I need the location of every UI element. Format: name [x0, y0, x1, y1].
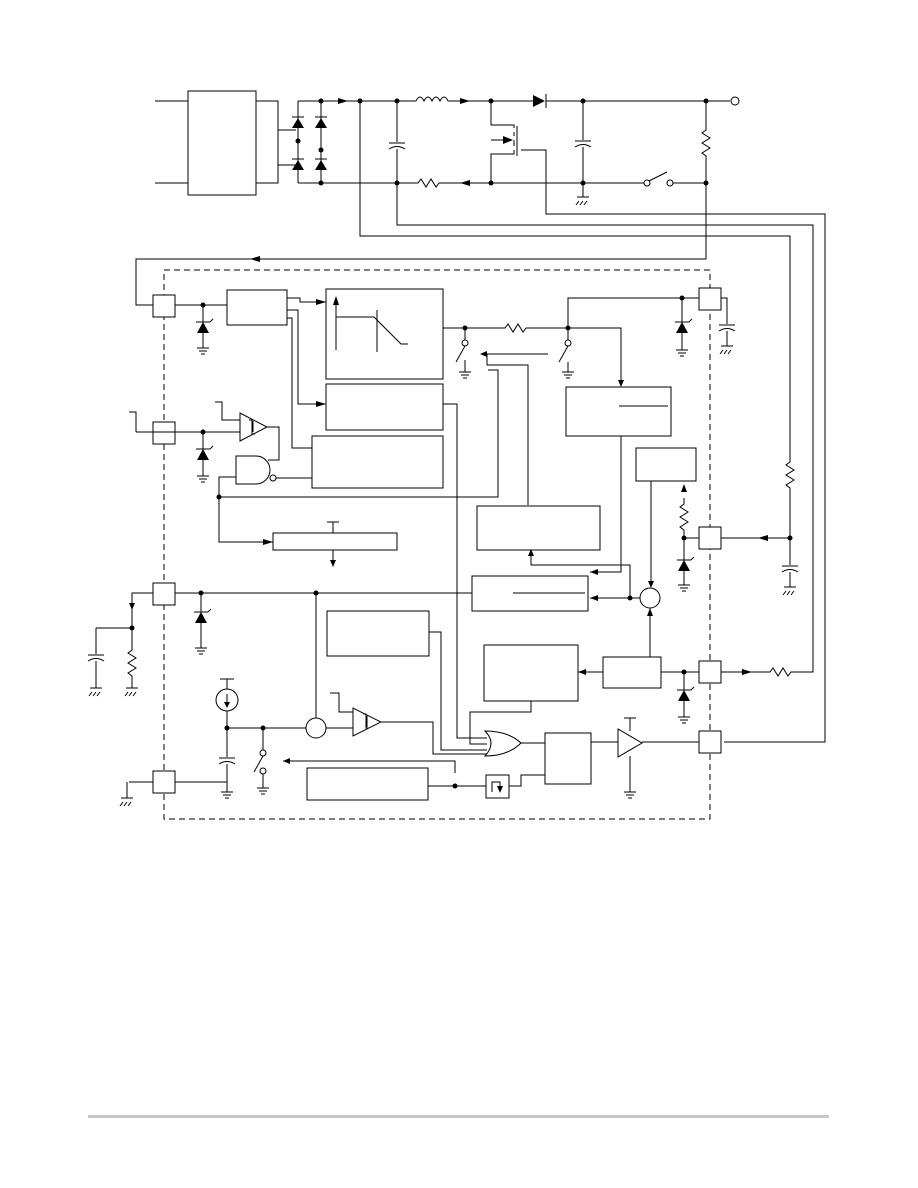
oscillator-block: [306, 767, 429, 801]
timer-block: [476, 505, 601, 551]
pin1-circuit: [175, 289, 326, 449]
pin-8: [698, 287, 722, 311]
pin8-circuit: [675, 297, 736, 357]
nand-gate: [235, 455, 271, 485]
error-amp-block: [483, 644, 579, 702]
block-c: [326, 610, 430, 657]
pin2-circuit: [129, 369, 499, 567]
characteristic-curve-block: [325, 288, 444, 380]
boost-diode: [533, 94, 547, 108]
flip-flop-block: [544, 732, 592, 785]
pin-4: [152, 770, 176, 794]
summing-node: [639, 587, 661, 609]
small-block: [635, 447, 697, 482]
block-b: [311, 435, 444, 489]
multiplier-input-block: [226, 289, 288, 326]
current-sense-block: [602, 656, 662, 689]
emi-filter-block: [187, 90, 257, 196]
block-a: [325, 383, 444, 431]
pin-3: [152, 582, 176, 606]
oscillator-circuit: [119, 593, 487, 807]
bias-bar-block: [272, 532, 398, 551]
pin3-circuit: [87, 592, 212, 697]
gate-driver: [617, 728, 643, 758]
or-gate: [483, 730, 522, 757]
pin7-circuit: [677, 460, 799, 596]
routing-wires: [135, 101, 814, 673]
footer-rule: [88, 1115, 829, 1118]
output-terminal: [730, 96, 740, 106]
pin-2: [152, 421, 176, 445]
ramp-comparator-node: [305, 717, 327, 739]
pin-6: [698, 660, 722, 684]
pin-1: [152, 294, 176, 318]
mosfet-switch: [490, 101, 826, 743]
pin-5: [698, 730, 722, 754]
reference-block: [565, 386, 672, 437]
bridge-rectifier: [292, 98, 360, 186]
pin-7: [698, 526, 722, 550]
boost-inductor: [415, 96, 449, 103]
power-stage: [155, 90, 826, 743]
